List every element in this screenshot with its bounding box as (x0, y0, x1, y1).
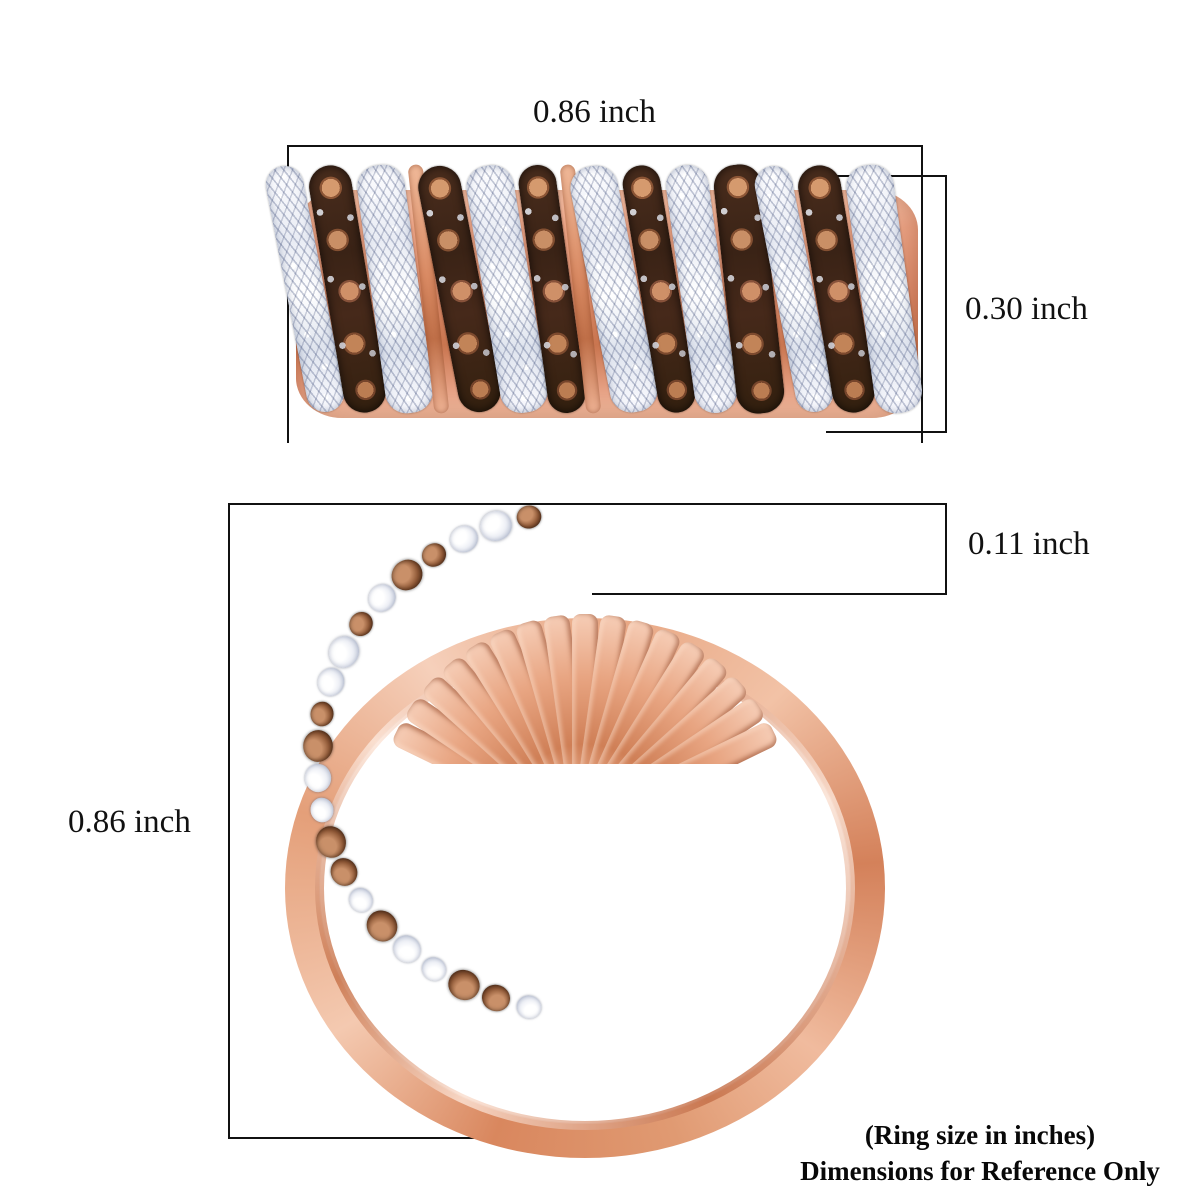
ring-crown-flutes (350, 514, 820, 764)
caption-block: (Ring size in inches) Dimensions for Ref… (760, 1118, 1200, 1189)
ring-top-view (262, 161, 925, 436)
ring-side-view (255, 500, 915, 1160)
dimension-label-side-height: 0.86 inch (68, 804, 191, 840)
crown-bracket-right-leg (945, 503, 947, 595)
dimension-label-top-height: 0.30 inch (965, 291, 1088, 327)
side-height-bracket-left-leg (228, 503, 230, 1139)
dimension-label-top-width: 0.86 inch (533, 94, 656, 130)
width-bracket-top-rule (287, 145, 923, 147)
height-bracket-bottom-rule (826, 431, 947, 433)
height-bracket-right-leg (945, 175, 947, 433)
crown-stone-choc (308, 699, 336, 728)
crown-bracket-bottom-rule (592, 593, 947, 595)
ring-top-view-body (262, 161, 925, 436)
caption-line-1: (Ring size in inches) (864, 1120, 1096, 1150)
crown-stone-white (313, 664, 348, 700)
caption-line-2: Dimensions for Reference Only (800, 1155, 1160, 1186)
width-bracket-right-leg (921, 145, 923, 443)
crown-bracket-top-rule (228, 503, 947, 505)
side-height-bracket-bottom-rule (228, 1137, 580, 1139)
dimension-label-side-crown: 0.11 inch (968, 526, 1090, 562)
